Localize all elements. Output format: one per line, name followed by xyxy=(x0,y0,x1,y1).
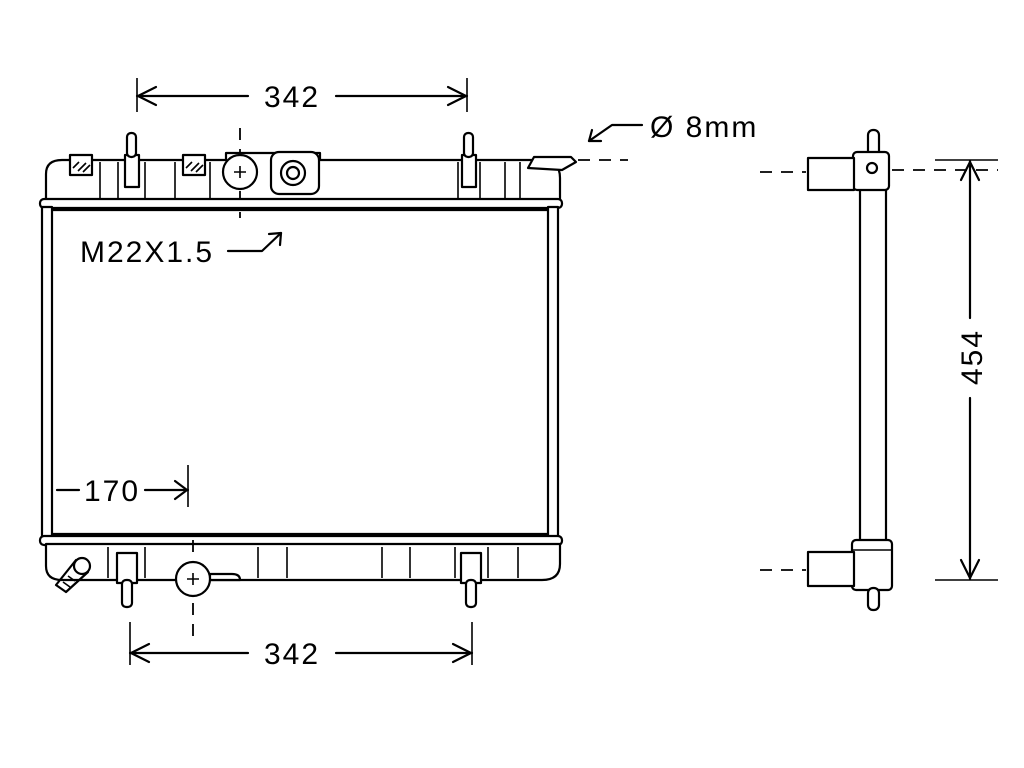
bottom-pin-right xyxy=(459,551,483,609)
hatch-icon xyxy=(62,575,76,588)
bottom-tank-outline xyxy=(44,542,562,582)
top-pin-left xyxy=(123,131,141,189)
bottom-tank xyxy=(44,540,562,640)
filler-housing xyxy=(269,150,321,196)
leader-line xyxy=(587,123,644,143)
outlet-offset-dimension: 170 xyxy=(55,465,190,508)
outlet-port xyxy=(174,540,242,640)
bleed-nipple xyxy=(526,155,578,172)
top-width-label: 342 xyxy=(264,81,320,114)
arrowhead-left-icon xyxy=(129,642,151,664)
arrowhead-up-icon xyxy=(959,160,981,182)
pin xyxy=(125,131,138,159)
top-width-dimension: 342 xyxy=(135,78,469,114)
top-tab-right xyxy=(181,153,207,177)
arrowhead-right-icon xyxy=(446,85,468,107)
tab xyxy=(68,153,94,177)
pin xyxy=(462,131,475,159)
core-side-right xyxy=(546,205,560,539)
filler-neck xyxy=(269,150,321,196)
pin-base xyxy=(123,153,141,189)
leader-line xyxy=(226,231,283,253)
side-pin-bottom xyxy=(866,586,881,612)
top-header-plate xyxy=(38,197,564,210)
side-bracket-hole xyxy=(865,161,879,175)
pin-base xyxy=(460,153,478,189)
top-tab-left xyxy=(68,153,94,177)
top-tank xyxy=(44,128,578,218)
bottom-pin-left xyxy=(115,551,139,609)
thread-callout: M22X1.5 xyxy=(80,231,283,269)
side-connector-top xyxy=(806,156,856,192)
height-dimension: 454 xyxy=(935,159,998,581)
crosshair-icon xyxy=(234,166,246,178)
filler-outer-circle xyxy=(279,159,307,187)
crosshair-icon xyxy=(187,573,199,585)
pin xyxy=(120,578,134,609)
top-pin-right xyxy=(460,131,478,189)
outlet-flange xyxy=(208,572,242,582)
arrowhead-icon xyxy=(173,479,189,501)
height-label: 454 xyxy=(956,329,989,385)
thread-label: M22X1.5 xyxy=(80,236,214,269)
tab xyxy=(181,153,207,177)
bottom-tank-ribs xyxy=(107,547,519,578)
side-connector-bottom xyxy=(806,550,856,588)
arrowhead-icon xyxy=(267,231,283,247)
outlet-offset-label: 170 xyxy=(84,475,140,508)
hatch-icon xyxy=(72,161,91,173)
pin xyxy=(464,578,478,609)
pin-base xyxy=(115,551,139,585)
bleed-diameter-label: Ø 8mm xyxy=(650,111,758,144)
bottom-width-label: 342 xyxy=(264,638,320,671)
filler-inner-circle xyxy=(285,165,301,181)
drain-plug xyxy=(54,556,92,594)
side-bracket-bottom xyxy=(850,538,894,592)
drain-plug-stem xyxy=(54,558,90,594)
pin-base xyxy=(459,551,483,585)
core-side-left xyxy=(40,205,54,539)
arrowhead-left-icon xyxy=(136,85,158,107)
top-tank-ribs xyxy=(99,162,521,199)
arrowhead-down-icon xyxy=(959,558,981,580)
arrowhead-icon xyxy=(587,128,603,143)
drain-plug-head xyxy=(72,556,92,576)
bleed-diameter-callout: Ø 8mm xyxy=(578,111,758,161)
bottom-width-dimension: 342 xyxy=(128,622,474,671)
arrowhead-right-icon xyxy=(451,642,473,664)
hatch-icon xyxy=(185,161,204,173)
side-view xyxy=(760,128,998,612)
side-bracket-top xyxy=(851,150,891,192)
